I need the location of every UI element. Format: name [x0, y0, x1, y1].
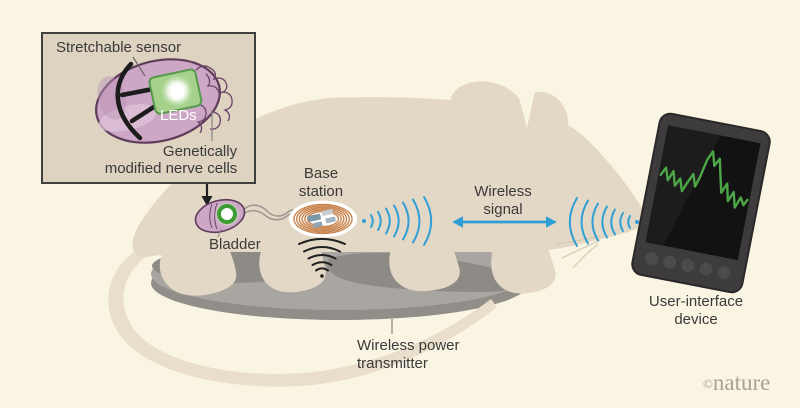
- bladder-leader-line: [217, 228, 222, 238]
- led-core: [170, 84, 184, 98]
- power-label-line2: transmitter: [357, 355, 428, 372]
- bladder-highlight: [98, 104, 158, 132]
- mouse-tail: [108, 248, 497, 387]
- base-station-label-line1: Base: [303, 165, 339, 182]
- tablet-device-icon: [631, 112, 771, 294]
- power-transfer-arcs-icon: [298, 237, 346, 278]
- bladder-label: Bladder: [209, 236, 261, 253]
- signal-arcs-from-device-icon: [568, 197, 639, 247]
- tablet-buttons: [644, 252, 731, 280]
- mouse-silhouette: [132, 81, 650, 296]
- device-label-line1: User-interface: [648, 293, 744, 310]
- nerve-cells-icon: [195, 65, 233, 134]
- mouse-front-leg: [389, 244, 460, 292]
- mouse-hind-paw: [259, 246, 326, 293]
- nerve-label-line2: modified nerve cells: [104, 160, 238, 177]
- wireless-signal-label-line1: Wireless: [474, 183, 532, 200]
- wireless-signal-label-line2: signal: [483, 201, 523, 218]
- mouse-body: [132, 97, 650, 257]
- nature-credit: ©nature: [703, 371, 770, 396]
- base-station-icon: [289, 200, 357, 238]
- sensor-leader-line: [132, 56, 146, 77]
- led-indicator-icon: [217, 204, 237, 224]
- bladder-ridge: [209, 203, 213, 229]
- mouse-hind-leg: [159, 246, 237, 296]
- leds-label: LEDs: [160, 107, 197, 124]
- mouse-front-paw: [491, 242, 556, 294]
- screen-sheen: [645, 125, 721, 246]
- power-label-line1: Wireless power: [357, 337, 460, 354]
- copyright-symbol: ©: [703, 376, 713, 391]
- nature-logo: nature: [712, 370, 771, 395]
- inset-panel: [41, 32, 256, 184]
- inset-title: Stretchable sensor: [56, 39, 182, 56]
- chip-icon: [307, 209, 336, 228]
- base-station-label-line2: station: [298, 183, 344, 200]
- nerve-label-line1: Genetically: [162, 143, 238, 160]
- device-label-line2: device: [674, 311, 718, 328]
- coil-icon: [293, 203, 353, 235]
- signal-arcs-from-station-icon: [362, 196, 433, 246]
- ear-notch: [516, 86, 536, 128]
- arrow-down-head: [201, 196, 213, 206]
- bidirectional-arrow-icon: [452, 216, 557, 228]
- waveform-icon: [659, 150, 749, 209]
- bladder-implant-icon: [194, 183, 246, 238]
